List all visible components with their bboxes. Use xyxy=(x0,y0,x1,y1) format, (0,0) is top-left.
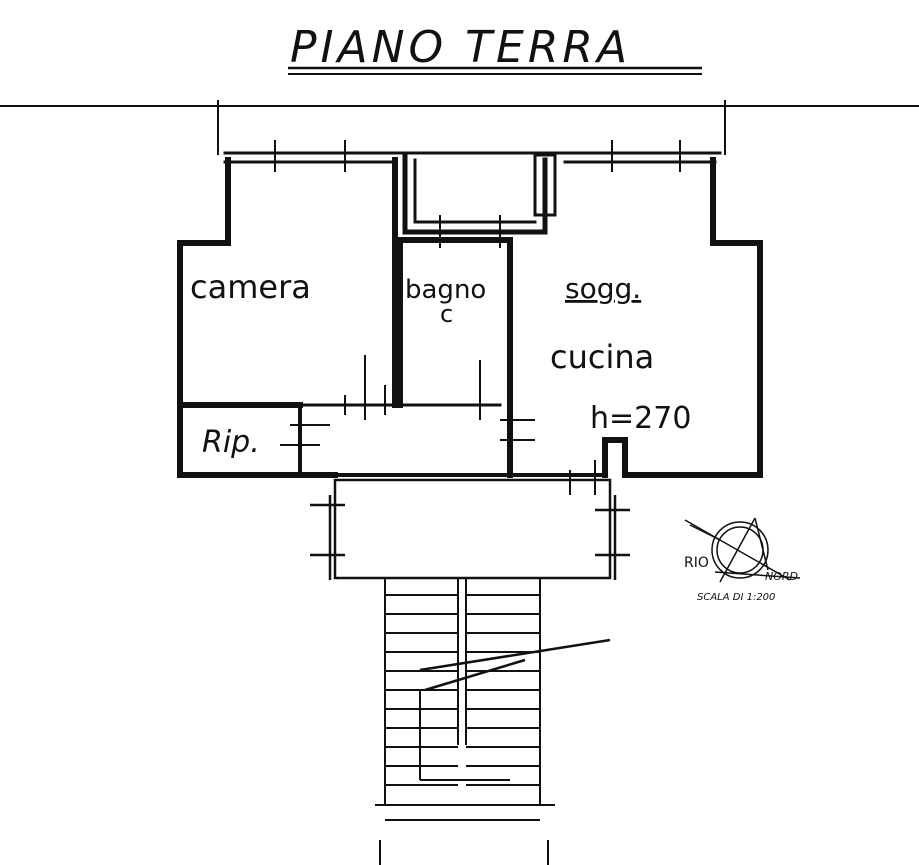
compass-icon xyxy=(684,517,801,583)
compass-north-label: NORD xyxy=(765,570,798,583)
room-label-bagno-sub: c xyxy=(440,300,453,328)
room-label-camera: camera xyxy=(190,268,311,306)
ceiling-height: h=270 xyxy=(590,401,691,436)
room-label-ripostiglio: Rip. xyxy=(202,425,260,460)
window-marks xyxy=(274,140,681,495)
compass-left-label: RIO xyxy=(684,555,709,571)
walls xyxy=(177,151,763,478)
entrance-landing xyxy=(310,478,630,580)
plan-title: PIANO TERRA xyxy=(290,22,631,73)
room-label-soggiorno: sogg. xyxy=(565,272,641,305)
staircase xyxy=(375,578,611,865)
room-label-cucina: cucina xyxy=(550,338,654,376)
room-label-bagno: bagno xyxy=(405,275,486,305)
scale-label: SCALA DI 1:200 xyxy=(697,592,775,603)
